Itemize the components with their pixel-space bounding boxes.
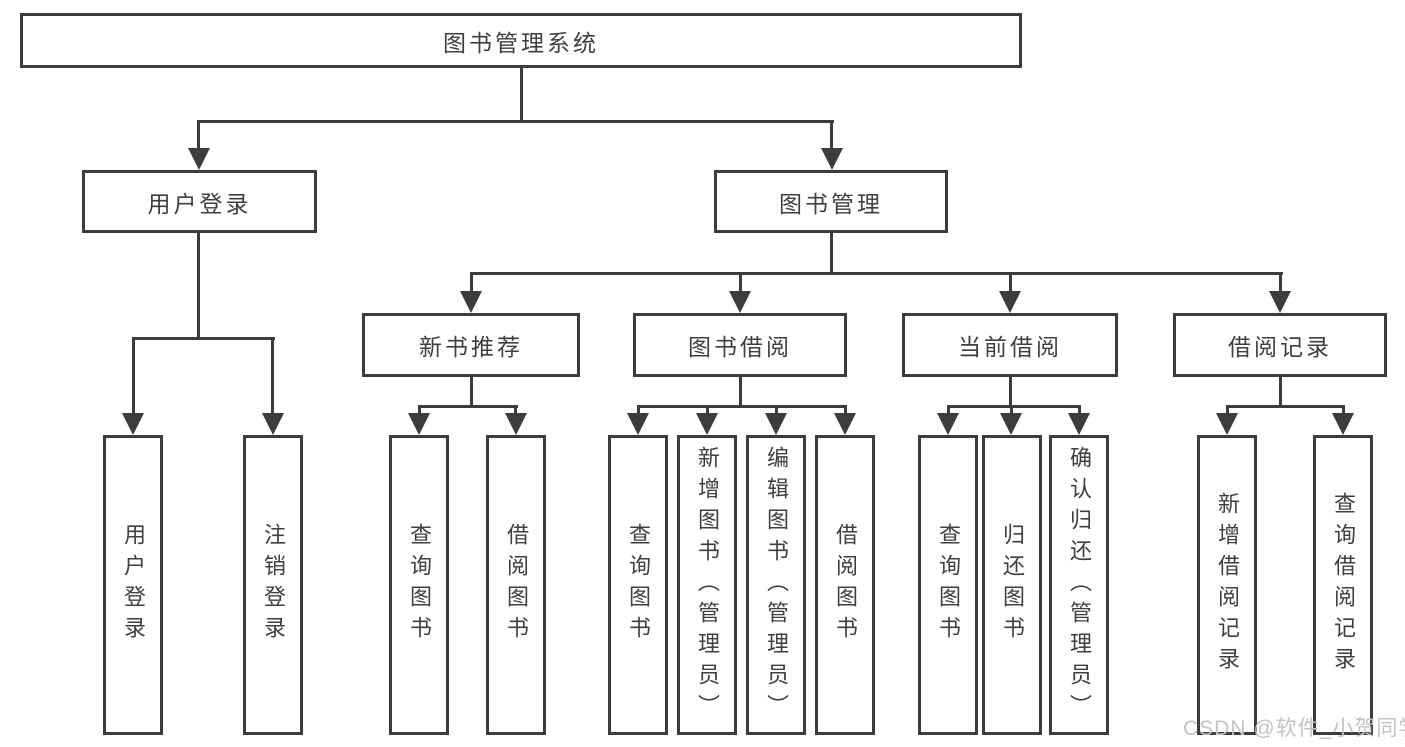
connector-vline bbox=[830, 122, 833, 148]
connector-vline bbox=[271, 339, 274, 413]
node-borrow-records: 借阅记录 bbox=[1173, 313, 1387, 377]
leaf-add-borrow-record: 新增借阅记录 bbox=[1197, 435, 1257, 735]
connector-vline bbox=[830, 233, 833, 274]
connector-vline bbox=[947, 407, 950, 415]
arrowhead-down bbox=[834, 413, 856, 435]
connector-vline bbox=[418, 407, 421, 415]
arrowhead-down bbox=[1068, 413, 1090, 435]
connector-vline bbox=[197, 233, 200, 340]
arrowhead-down bbox=[1000, 413, 1022, 435]
connector-vline bbox=[470, 274, 473, 291]
connector-vline bbox=[1342, 407, 1345, 415]
connector-vline bbox=[706, 407, 709, 415]
arrowhead-down bbox=[696, 413, 718, 435]
leaf-borrow-books-recommend: 借阅图书 bbox=[486, 435, 546, 735]
arrowhead-down bbox=[188, 148, 210, 170]
connector-vline bbox=[132, 339, 135, 413]
leaf-borrow-books: 借阅图书 bbox=[815, 435, 875, 735]
connector-vline bbox=[1078, 407, 1081, 415]
leaf-add-book-admin: 新增图书（管理员） bbox=[677, 435, 737, 735]
connector-vline bbox=[1279, 377, 1282, 407]
arrowhead-down bbox=[765, 413, 787, 435]
arrowhead-down bbox=[821, 148, 843, 170]
connector-vline bbox=[1009, 377, 1012, 407]
connector-hline bbox=[947, 405, 1081, 408]
connector-vline bbox=[1010, 407, 1013, 415]
arrowhead-down bbox=[729, 291, 751, 313]
node-user-login: 用户登录 bbox=[82, 170, 317, 233]
connector-hline bbox=[470, 272, 1283, 275]
connector-hline bbox=[132, 337, 275, 340]
leaf-query-borrow-record: 查询借阅记录 bbox=[1313, 435, 1373, 735]
leaf-return-book: 归还图书 bbox=[982, 435, 1042, 735]
watermark: CSDN @软件_小贺同学 bbox=[1183, 717, 1405, 740]
connector-hline bbox=[637, 405, 847, 408]
leaf-confirm-return-admin: 确认归还（管理员） bbox=[1049, 435, 1109, 735]
leaf-query-books-borrow: 查询图书 bbox=[608, 435, 668, 735]
connector-vline bbox=[1279, 274, 1282, 291]
node-book-management: 图书管理 bbox=[714, 170, 948, 233]
node-book-borrow: 图书借阅 bbox=[633, 313, 847, 377]
leaf-logout: 注销登录 bbox=[243, 435, 303, 735]
arrowhead-down bbox=[999, 291, 1021, 313]
connector-vline bbox=[739, 274, 742, 291]
leaf-query-books-current: 查询图书 bbox=[918, 435, 978, 735]
arrowhead-down bbox=[460, 291, 482, 313]
connector-hline bbox=[1226, 405, 1345, 408]
connector-vline bbox=[739, 377, 742, 407]
connector-vline bbox=[520, 68, 523, 122]
leaf-query-books-recommend: 查询图书 bbox=[389, 435, 449, 735]
leaf-edit-book-admin: 编辑图书（管理员） bbox=[746, 435, 806, 735]
connector-vline bbox=[844, 407, 847, 415]
arrowhead-down bbox=[408, 413, 430, 435]
leaf-user-login: 用户登录 bbox=[103, 435, 163, 735]
connector-vline bbox=[470, 377, 473, 407]
connector-vline bbox=[1226, 407, 1229, 415]
arrowhead-down bbox=[1332, 413, 1354, 435]
arrowhead-down bbox=[122, 413, 144, 435]
node-library-management-system: 图书管理系统 bbox=[20, 13, 1022, 68]
arrowhead-down bbox=[505, 413, 527, 435]
connector-hline bbox=[197, 120, 834, 123]
arrowhead-down bbox=[262, 413, 284, 435]
connector-vline bbox=[1009, 274, 1012, 291]
connector-vline bbox=[197, 122, 200, 148]
arrowhead-down bbox=[1216, 413, 1238, 435]
arrowhead-down bbox=[1269, 291, 1291, 313]
node-current-borrow: 当前借阅 bbox=[902, 313, 1118, 377]
connector-vline bbox=[775, 407, 778, 415]
connector-vline bbox=[637, 407, 640, 415]
connector-vline bbox=[514, 407, 517, 415]
node-new-book-recommend: 新书推荐 bbox=[362, 313, 580, 377]
arrowhead-down bbox=[627, 413, 649, 435]
arrowhead-down bbox=[937, 413, 959, 435]
connector-hline bbox=[418, 405, 518, 408]
